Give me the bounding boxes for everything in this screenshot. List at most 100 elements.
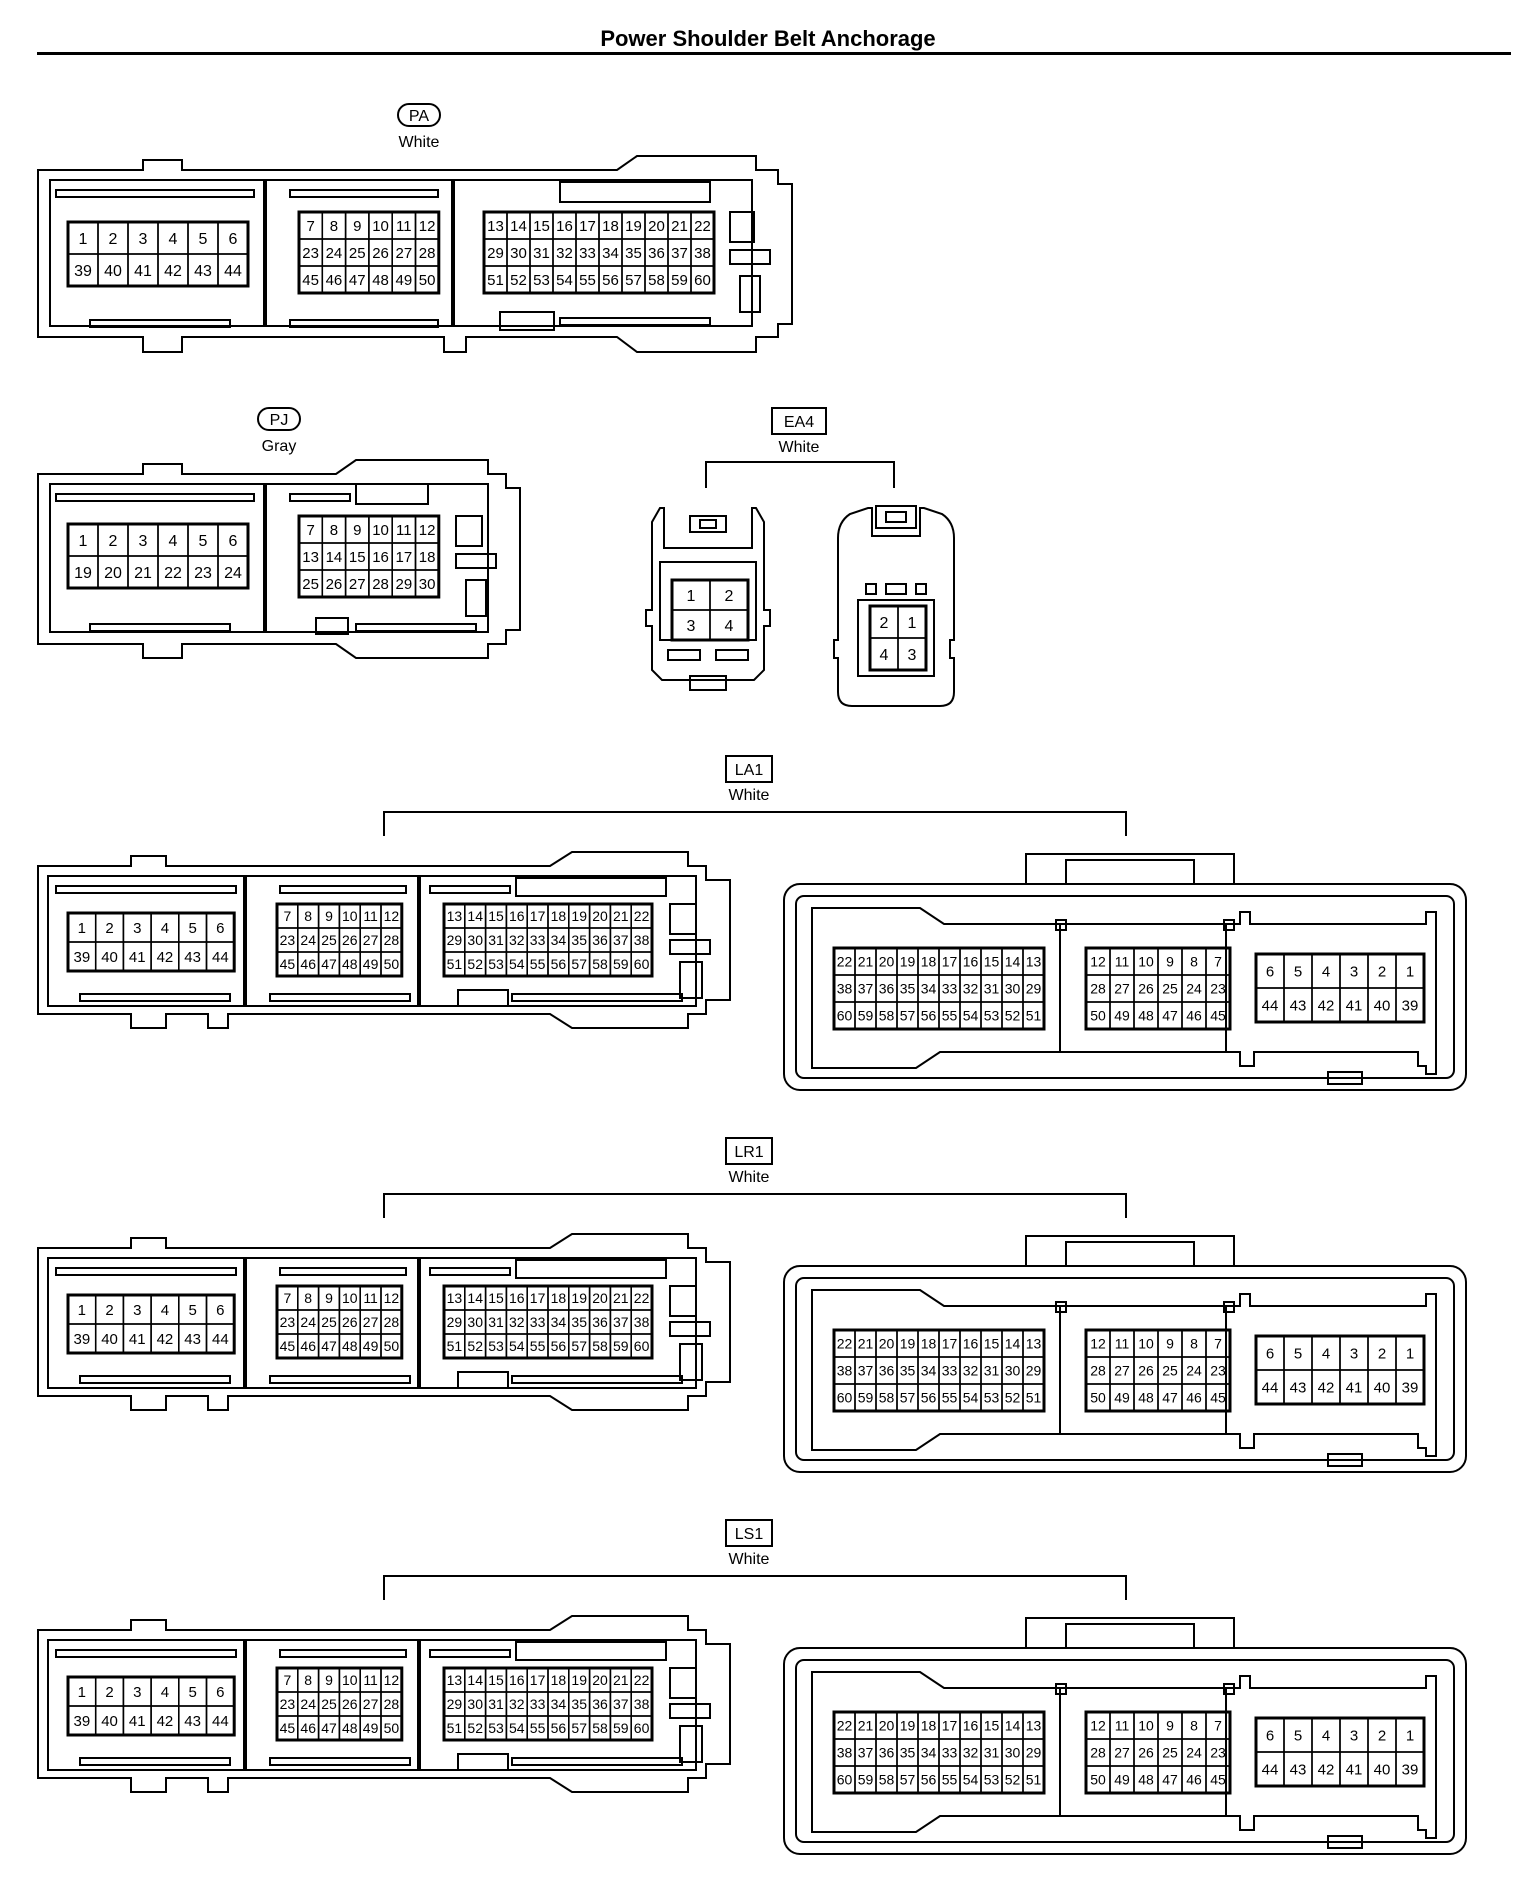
pin-number: 58 [879, 1390, 895, 1406]
pin-cell [205, 941, 235, 972]
pin-number: 51 [1026, 1390, 1042, 1406]
pin-number: 34 [602, 245, 619, 262]
la1-male-feature [679, 961, 703, 999]
pin-number: 11 [396, 218, 412, 235]
pin-number: 13 [447, 908, 463, 924]
pin-number: 3 [908, 647, 917, 664]
pin-number: 59 [858, 1008, 874, 1024]
pin-number: 19 [900, 954, 916, 970]
pin-number: 48 [1138, 1390, 1154, 1406]
la1-code-label: LA1 [735, 762, 764, 779]
pin-cell [1395, 1369, 1425, 1405]
pin-number: 26 [342, 1314, 358, 1330]
pin-cell [630, 951, 653, 977]
pin-number: 6 [1266, 1345, 1274, 1362]
pin-number: 57 [900, 1772, 916, 1788]
pin-number: 23 [1210, 1363, 1226, 1379]
pin-number: 13 [302, 549, 319, 566]
pin-number: 11 [363, 1672, 378, 1688]
lr1-female-body [795, 1277, 1455, 1461]
pin-number: 50 [1090, 1772, 1106, 1788]
pin-number: 10 [1138, 1718, 1154, 1734]
pa-housing [37, 155, 793, 353]
pin-number: 46 [1186, 1390, 1202, 1406]
lr1-male-feature [669, 1321, 711, 1337]
pin-number: 51 [447, 1720, 463, 1736]
lr1-code-label: LR1 [734, 1144, 763, 1161]
ea4-code-label: EA4 [784, 414, 814, 431]
pin-number: 22 [837, 1718, 853, 1734]
pin-number: 45 [280, 1720, 296, 1736]
pin-number: 39 [74, 1331, 91, 1348]
pin-number: 49 [363, 1720, 379, 1736]
pin-number: 16 [556, 218, 573, 235]
pin-number: 60 [837, 1772, 853, 1788]
pin-number: 57 [900, 1390, 916, 1406]
ls1-female-latch [1025, 1617, 1235, 1649]
lr1-male-feature [79, 1375, 231, 1384]
pin-number: 31 [488, 1696, 504, 1712]
pin-number: 22 [837, 954, 853, 970]
pin-number: 35 [625, 245, 642, 262]
pin-number: 37 [858, 981, 874, 997]
lr1-female-key [1055, 1301, 1067, 1313]
pin-number: 17 [530, 908, 546, 924]
pin-number: 47 [1162, 1772, 1178, 1788]
pin-number: 40 [104, 263, 122, 280]
ls1-code-label: LS1 [735, 1526, 764, 1543]
pin-number: 45 [302, 272, 319, 289]
pin-number: 55 [942, 1008, 958, 1024]
pin-number: 32 [963, 1363, 979, 1379]
pin-number: 11 [363, 1290, 378, 1306]
pin-number: 44 [1262, 1761, 1279, 1778]
pin-number: 10 [372, 522, 389, 539]
pin-number: 8 [304, 908, 312, 924]
la1-male-feature [279, 885, 407, 894]
pin-number: 38 [634, 1314, 650, 1330]
pin-number: 8 [1190, 1336, 1198, 1352]
pin-number: 53 [488, 956, 504, 972]
pin-number: 45 [1210, 1772, 1226, 1788]
pin-number: 8 [330, 522, 338, 539]
pin-number: 2 [1378, 963, 1386, 980]
pin-number: 52 [467, 1720, 483, 1736]
la1-male-feature [55, 885, 237, 894]
pin-number: 5 [1294, 1727, 1302, 1744]
pin-number: 30 [467, 1696, 483, 1712]
lr1-female-insert [811, 1289, 1437, 1457]
pin-number: 58 [592, 1720, 608, 1736]
pin-number: 21 [613, 1290, 629, 1306]
pin-number: 57 [571, 956, 587, 972]
pin-number: 29 [487, 245, 504, 262]
pin-number: 22 [164, 565, 182, 582]
la1-male-feature [47, 875, 245, 1007]
pin-number: 55 [530, 956, 546, 972]
pin-number: 32 [963, 981, 979, 997]
pin-number: 7 [1214, 1336, 1222, 1352]
pin-number: 60 [694, 272, 711, 289]
lr1-female-latch [1025, 1235, 1235, 1267]
pin-number: 33 [530, 932, 546, 948]
pin-number: 46 [300, 1720, 316, 1736]
pin-number: 15 [533, 218, 550, 235]
pin-number: 26 [326, 576, 343, 593]
ls1-male-feature [245, 1639, 419, 1771]
pin-number: 44 [212, 1331, 229, 1348]
pin-number: 26 [1138, 981, 1154, 997]
pin-number: 57 [571, 1338, 587, 1354]
pin-number: 26 [342, 1696, 358, 1712]
la1-female-latch [1025, 853, 1235, 885]
pin-number: 60 [634, 1338, 650, 1354]
pin-number: 7 [284, 908, 292, 924]
pin-number: 7 [306, 218, 314, 235]
pin-number: 2 [105, 1302, 113, 1319]
